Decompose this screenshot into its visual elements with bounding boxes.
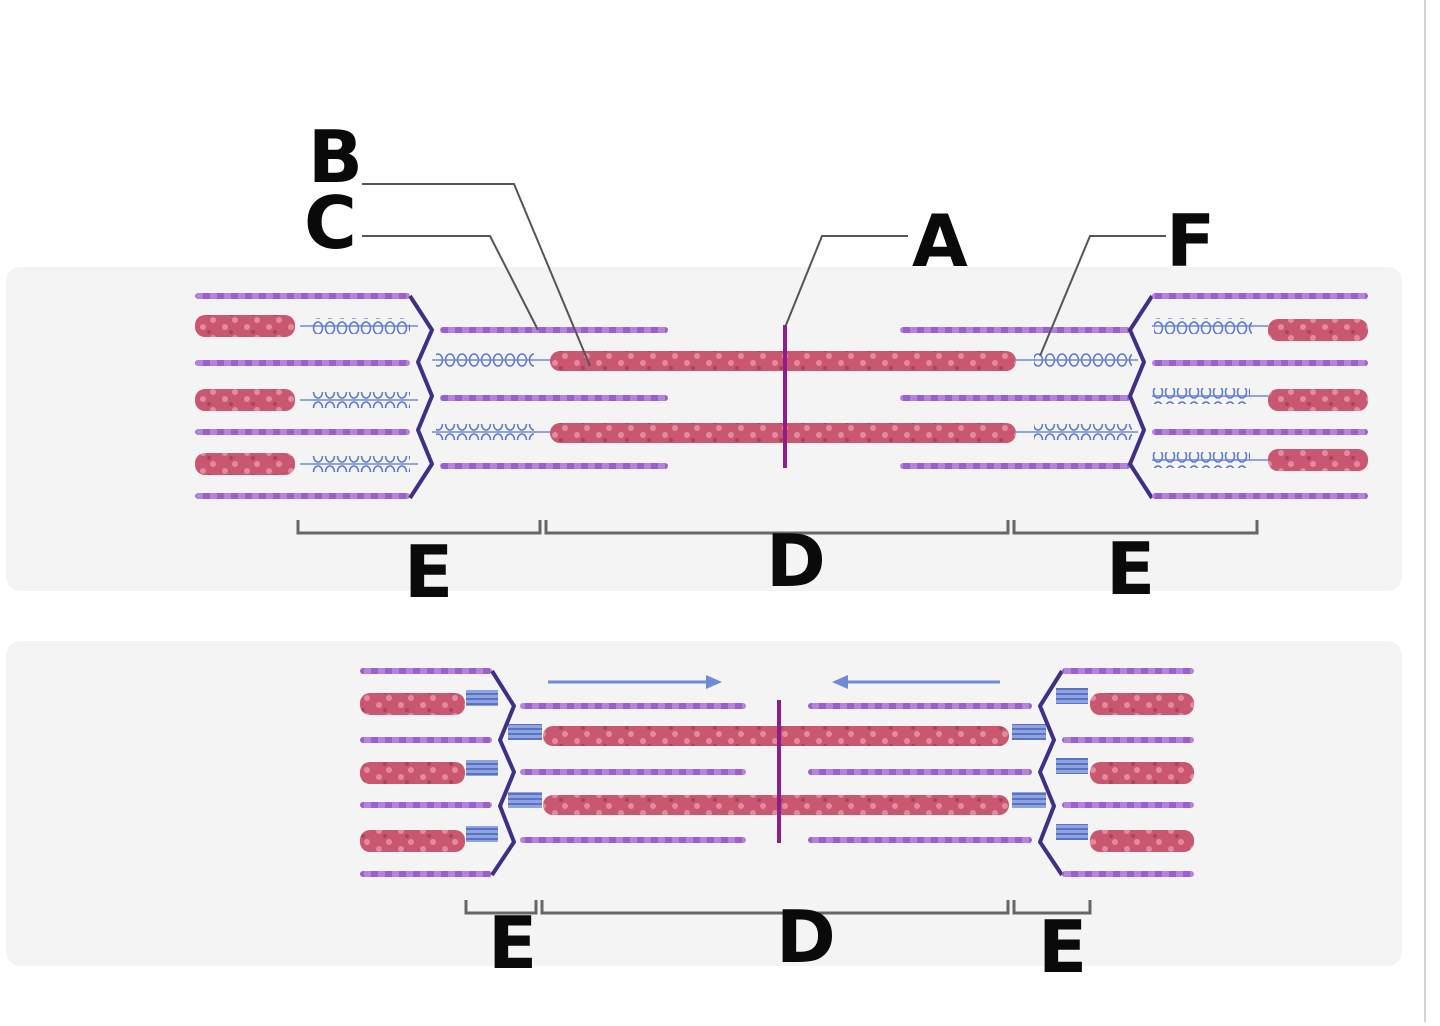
arrow-right-icon: [548, 675, 722, 689]
contracted-sarcomere: [360, 668, 1194, 915]
label-d-contracted: D: [776, 895, 836, 979]
actin-filaments-left-inner-contracted: [520, 703, 746, 843]
bracket-e-right: [1012, 520, 1259, 535]
bracket-e-left: [296, 520, 542, 535]
z-line-right: [1128, 294, 1154, 500]
label-e-left-contracted: E: [488, 901, 537, 985]
label-d: D: [766, 519, 826, 603]
right-edge-divider: [1424, 0, 1426, 1022]
myosin-filaments-right-outer-contracted: [1090, 693, 1194, 852]
actin-filaments-left-inner: [440, 327, 668, 469]
leader-lines: [362, 183, 1166, 367]
actin-filaments-right-inner: [900, 327, 1130, 469]
actin-filaments-right-inner-contracted: [808, 703, 1032, 843]
label-b: B: [308, 115, 363, 199]
label-e-right: E: [1106, 527, 1155, 611]
titin-springs-right: [1016, 318, 1268, 468]
myosin-filaments-left-outer: [195, 315, 295, 475]
actin-filaments-left-outer-contracted: [360, 668, 492, 877]
titin-compressed-left: [466, 690, 542, 842]
titin-compressed-right: [1012, 688, 1088, 840]
actin-filaments-right-outer: [1152, 293, 1368, 499]
bracket-e-left-contracted: [464, 900, 538, 915]
label-f: F: [1166, 199, 1215, 283]
label-e-right-contracted: E: [1038, 905, 1087, 989]
z-line-left: [408, 294, 434, 500]
bracket-d: [544, 520, 1010, 535]
label-e-left: E: [404, 530, 453, 614]
label-c: C: [304, 181, 357, 265]
arrow-left-icon: [832, 675, 1000, 689]
bracket-relaxed: [296, 520, 1259, 535]
myosin-filaments-left-outer-contracted: [360, 693, 465, 852]
bracket-contracted: [464, 900, 1092, 915]
z-line-left-contracted: [490, 669, 516, 877]
leader-line-f: [1039, 235, 1166, 357]
actin-filaments-left-outer: [195, 293, 410, 499]
actin-filaments-right-outer-contracted: [1062, 668, 1194, 877]
titin-springs-left: [300, 318, 552, 472]
leader-line-a: [785, 235, 908, 326]
leader-line-b: [362, 183, 591, 367]
label-a: A: [912, 199, 968, 283]
myosin-filaments-central-contracted: [543, 726, 1009, 815]
bracket-d-contracted: [540, 900, 1010, 915]
bracket-e-right-contracted: [1012, 900, 1092, 915]
myosin-filaments-right-outer: [1268, 319, 1368, 471]
z-line-right-contracted: [1038, 669, 1064, 877]
relaxed-sarcomere: [195, 293, 1368, 535]
leader-line-c: [362, 235, 539, 331]
